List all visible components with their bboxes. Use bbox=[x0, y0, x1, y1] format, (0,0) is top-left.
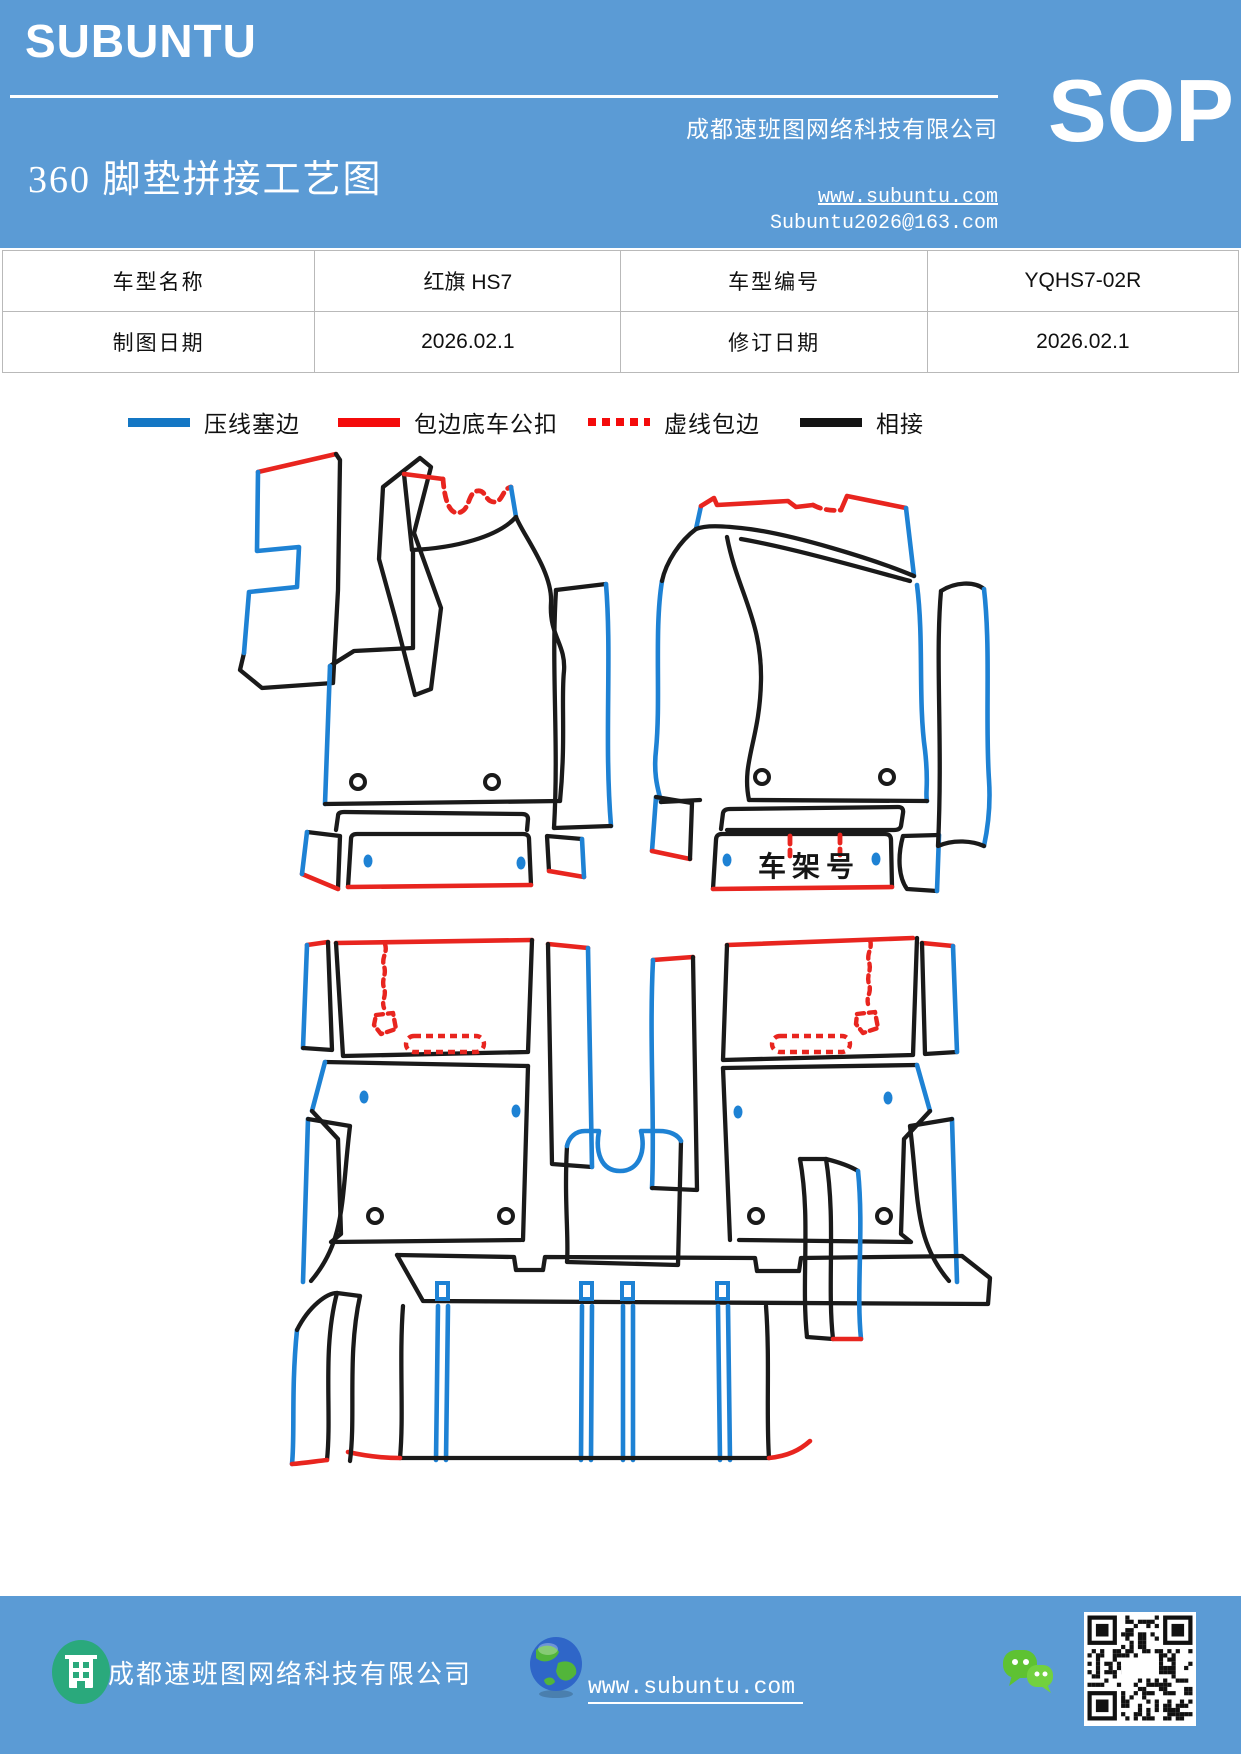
table-row: 制图日期 2026.02.1 修订日期 2026.02.1 bbox=[1, 311, 1240, 373]
footer-website-link-wrap: www.subuntu.com bbox=[588, 1674, 804, 1704]
blue-line-swatch bbox=[128, 417, 190, 427]
vehicle-name-label: 车型名称 bbox=[1, 250, 316, 312]
center-pieces-group bbox=[545, 941, 700, 1268]
rear-left-mat-group bbox=[300, 937, 535, 1285]
trunk-mat-group bbox=[289, 1156, 993, 1467]
front-left-mat-group bbox=[237, 451, 614, 892]
page-title: 360 脚垫拼接工艺图 bbox=[28, 159, 383, 201]
sop-label: SOP bbox=[1048, 61, 1234, 160]
company-logo: SUBUNTU bbox=[25, 15, 257, 67]
header-divider bbox=[10, 95, 998, 98]
revision-date-label: 修订日期 bbox=[620, 311, 928, 373]
footer-band: 成都速班图网络科技有限公司 www.subuntu.com bbox=[0, 1596, 1241, 1754]
legend-item-press-line: 压线塞边 bbox=[128, 402, 300, 442]
legend-label: 压线塞边 bbox=[204, 412, 300, 437]
legend-label: 相接 bbox=[876, 412, 924, 437]
drawing-date-label: 制图日期 bbox=[1, 311, 316, 373]
header-website-link[interactable]: www.subuntu.com bbox=[817, 186, 998, 209]
model-code-label: 车型编号 bbox=[620, 250, 928, 312]
table-row: 车型名称 红旗 HS7 车型编号 YQHS7-02R bbox=[1, 250, 1240, 312]
vehicle-name-value: 红旗 HS7 bbox=[314, 250, 622, 312]
legend: 压线塞边 包边底车公扣 虚线包边 相接 bbox=[0, 402, 1241, 444]
black-line-swatch bbox=[800, 417, 862, 427]
revision-date-value: 2026.02.1 bbox=[926, 311, 1240, 373]
legend-label: 包边底车公扣 bbox=[414, 412, 558, 437]
drawing-date-value: 2026.02.1 bbox=[314, 311, 622, 373]
header-email: Subuntu2026@163.com bbox=[769, 212, 998, 235]
red-dashed-line-swatch bbox=[588, 418, 650, 426]
footer-website-link[interactable]: www.subuntu.com bbox=[588, 1674, 804, 1704]
front-right-mat-group: 车架号 bbox=[649, 493, 992, 894]
floor-mat-diagram: 车架号 bbox=[237, 451, 993, 1467]
info-table: 车型名称 红旗 HS7 车型编号 YQHS7-02R 制图日期 2026.02.… bbox=[1, 250, 1240, 373]
header-website-link-wrap: www.subuntu.com bbox=[620, 186, 998, 209]
footer-company-name: 成都速班图网络科技有限公司 bbox=[108, 1660, 473, 1689]
model-code-value: YQHS7-02R bbox=[926, 250, 1240, 312]
red-line-swatch bbox=[338, 417, 400, 427]
legend-item-edge-buckle: 包边底车公扣 bbox=[338, 402, 558, 442]
header-band: SUBUNTU 360 脚垫拼接工艺图 成都速班图网络科技有限公司 www.su… bbox=[0, 0, 1241, 248]
legend-item-dashed-edge: 虚线包边 bbox=[588, 402, 760, 442]
legend-label: 虚线包边 bbox=[664, 412, 760, 437]
footer-qr-code bbox=[1084, 1612, 1196, 1726]
rear-right-mat-group bbox=[720, 935, 960, 1285]
building-icon bbox=[52, 1640, 110, 1704]
wechat-icon bbox=[1003, 1650, 1053, 1693]
vin-label-text: 车架号 bbox=[758, 850, 860, 883]
header-company-name: 成都速班图网络科技有限公司 bbox=[686, 117, 998, 142]
legend-item-join: 相接 bbox=[800, 402, 924, 442]
globe-icon bbox=[530, 1637, 582, 1698]
